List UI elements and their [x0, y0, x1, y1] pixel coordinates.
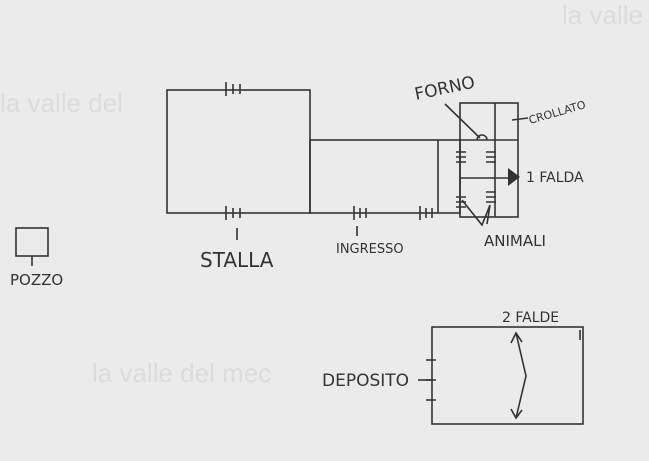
label-stalla: STALLA	[200, 248, 274, 272]
watermark: la valle	[562, 0, 643, 30]
stalla-room	[166, 89, 311, 214]
deposito-room	[418, 326, 584, 425]
label-ingresso: INGRESSO	[336, 242, 404, 257]
label-forno: FORNO	[413, 73, 477, 105]
door-marks	[225, 82, 496, 220]
watermark: la valle del	[0, 88, 123, 118]
label-deposito: DEPOSITO	[322, 371, 409, 391]
label-pozzo: POZZO	[10, 271, 63, 289]
pozzo-box	[15, 227, 49, 257]
annex-block	[459, 102, 519, 218]
label-1-falda: 1 FALDA	[526, 170, 584, 186]
arrow-icon	[508, 168, 520, 186]
leader-lines	[236, 103, 529, 240]
label-2-falde: 2 FALDE	[502, 310, 559, 326]
label-animali: ANIMALI	[484, 232, 546, 250]
watermark: la valle del mec	[92, 358, 271, 388]
label-crollato: CROLLATO	[527, 98, 587, 127]
